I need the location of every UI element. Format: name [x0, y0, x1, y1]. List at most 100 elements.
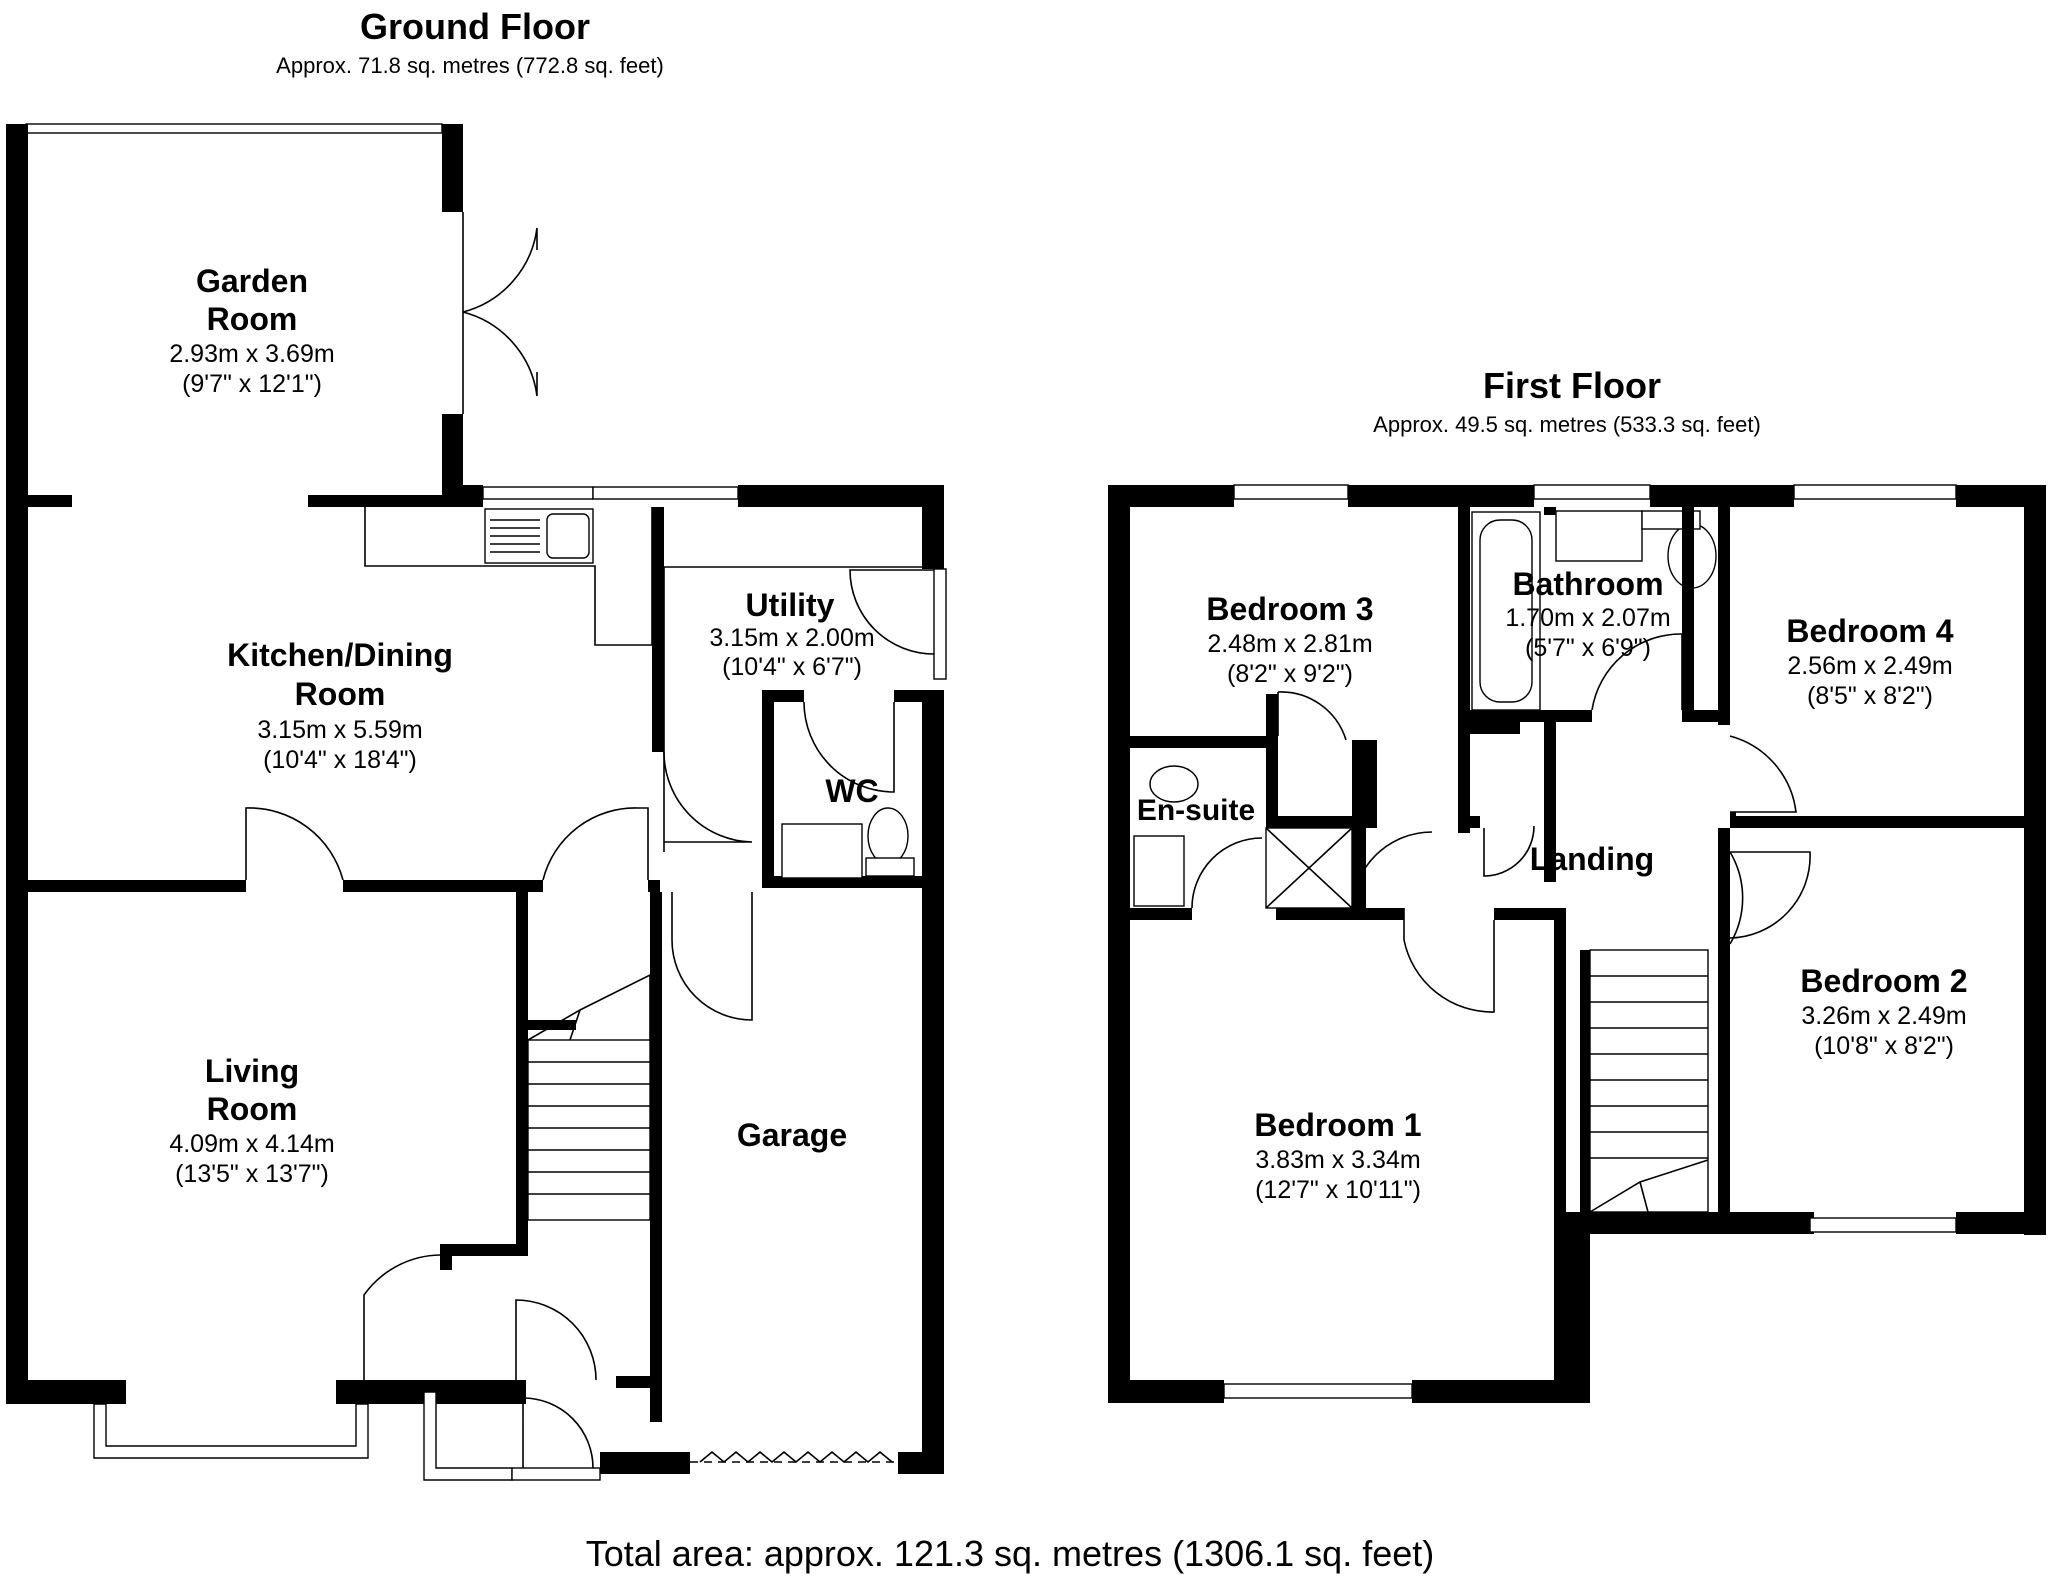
bed2-left-wall-lower — [1718, 944, 1730, 1234]
kitchen-living-wall-left — [28, 880, 246, 892]
garden-kitchen-stub-left — [28, 495, 72, 507]
utility-door-frame — [933, 568, 947, 680]
stair-bottom-wall — [1590, 1212, 1808, 1234]
cupboard-door — [1483, 825, 1535, 877]
garage-door-folds — [699, 1450, 893, 1464]
hall-garage-wall — [650, 892, 662, 1422]
bathroom-window — [1533, 484, 1651, 500]
room-name: WC — [825, 773, 878, 809]
room-name: Living — [205, 1053, 299, 1089]
utility-outline — [663, 566, 934, 852]
garden-room-window — [25, 123, 443, 134]
room-name: Bathroom — [1512, 566, 1663, 602]
room-dimensions-imperial: (5'7" x 6'9") — [1525, 634, 1651, 662]
bedroom3-window — [1233, 484, 1349, 500]
room-name: Bedroom 3 — [1206, 591, 1373, 627]
room-dimensions-metric: 3.26m x 2.49m — [1801, 1002, 1966, 1030]
first-staircase — [1580, 949, 1709, 1213]
ensuite-landing-door — [1351, 831, 1433, 913]
bed3-ensuite-wall — [1130, 736, 1266, 748]
garden-right-wall-lower — [442, 414, 463, 502]
ensuite-right-wall — [1266, 736, 1278, 828]
first-floor: First Floor Approx. 49.5 sq. metres (533… — [1108, 365, 2046, 1403]
living-hall-wall — [516, 892, 528, 1244]
bedroom1-door — [1403, 908, 1495, 1013]
living-bottom-wall-left — [28, 1380, 126, 1404]
wc-door — [803, 701, 895, 793]
ensuite-bottom-wall-right — [1276, 908, 1404, 920]
first-floor-title: First Floor — [1483, 365, 1661, 406]
wc-bottom-wall — [762, 876, 922, 888]
porch-inner-door — [515, 1299, 597, 1381]
living-bay-window — [93, 1403, 369, 1459]
first-floor-area: Approx. 49.5 sq. metres (533.3 sq. feet) — [1373, 412, 1761, 437]
room-wc: WC — [825, 773, 878, 809]
bed3-door-post — [1266, 694, 1278, 736]
kitchen-to-utility-door — [663, 751, 753, 843]
living-room-door — [245, 807, 344, 881]
garden-french-doors — [462, 212, 538, 414]
bath-bed4-wall — [1682, 507, 1694, 722]
wc-cistern-icon — [865, 857, 915, 877]
shower-right-wall — [1352, 816, 1366, 920]
bathroom-door — [1591, 633, 1683, 711]
bed1-right-wall — [1554, 908, 1566, 1212]
room-name: Bedroom 4 — [1786, 613, 1953, 649]
bed2-left-wall-upper — [1718, 828, 1730, 944]
first-bottom-wall-1 — [1108, 1380, 1224, 1403]
room-name: Bedroom 2 — [1800, 963, 1967, 999]
ensuite-bottom-wall-left — [1130, 908, 1192, 920]
room-dimensions-metric: 1.70m x 2.07m — [1505, 604, 1670, 632]
room-dimensions-metric: 2.56m x 2.49m — [1787, 652, 1952, 680]
room-bathroom: Bathroom 1.70m x 2.07m (5'7" x 6'9") — [1505, 566, 1670, 662]
bedroom1-right-wall-lower — [1554, 1212, 1590, 1403]
room-garden-room: Garden Room 2.93m x 3.69m (9'7" x 12'1") — [169, 263, 334, 398]
room-dimensions-imperial: (13'5" x 13'7") — [175, 1160, 329, 1188]
garden-right-wall-upper — [442, 124, 463, 212]
room-name: Room — [207, 1091, 298, 1127]
room-dimensions-imperial: (10'4" x 18'4") — [263, 746, 417, 774]
bed1-landing-wall — [1494, 908, 1554, 920]
room-dimensions-metric: 3.83m x 3.34m — [1255, 1146, 1420, 1174]
front-door-frame — [511, 1467, 601, 1481]
wc-top-wall-left — [762, 690, 804, 702]
landing-cupboard-top — [1458, 722, 1520, 734]
bedroom4-door — [1729, 735, 1797, 813]
shower-tray-cross — [1265, 827, 1353, 909]
first-top-wall-4 — [1956, 485, 2046, 507]
bedroom2-window — [1809, 1217, 1957, 1233]
bed3-door-jamb — [1352, 740, 1377, 828]
room-dimensions-imperial: (10'4" x 6'7") — [722, 653, 862, 681]
ensuite-basin-icon — [1133, 835, 1185, 907]
garage-right-wall — [922, 690, 944, 1474]
room-bedroom3: Bedroom 3 2.48m x 2.81m (8'2" x 9'2") — [1206, 591, 1373, 688]
kitchen-hall-post — [648, 880, 660, 892]
room-name: Garden — [196, 263, 308, 299]
bedroom1-window — [1223, 1383, 1413, 1399]
room-name: Bedroom 1 — [1254, 1107, 1421, 1143]
kitchen-sink-icon — [546, 513, 590, 559]
bathroom-basin-icon — [1555, 510, 1643, 562]
kitchen-hall-door — [542, 807, 649, 881]
room-name: Landing — [1530, 841, 1654, 877]
room-dimensions-imperial: (10'8" x 8'2") — [1814, 1032, 1954, 1060]
room-dimensions-metric: 3.15m x 5.59m — [257, 716, 422, 744]
room-landing: Landing — [1530, 841, 1654, 877]
room-kitchen-dining: Kitchen/Dining Room 3.15m x 5.59m (10'4"… — [227, 637, 453, 774]
front-door — [522, 1397, 594, 1469]
room-dimensions-imperial: (8'5" x 8'2") — [1807, 682, 1933, 710]
room-dimensions-imperial: (12'7" x 10'11") — [1255, 1176, 1421, 1204]
bedroom3-door — [1277, 691, 1347, 741]
garden-kitchen-stub-right — [308, 495, 463, 507]
total-area: Total area: approx. 121.3 sq. metres (13… — [586, 1533, 1434, 1574]
bedroom4-window — [1793, 484, 1957, 500]
utility-right-wall-upper — [922, 485, 944, 569]
ensuite-door — [1191, 837, 1263, 909]
ground-left-wall — [6, 124, 28, 1404]
wc-toilet-icon — [867, 807, 909, 865]
room-name: Kitchen/Dining — [227, 637, 453, 673]
utility-top-wall — [738, 485, 944, 507]
room-utility: Utility 3.15m x 2.00m (10'4" x 6'7") — [709, 587, 874, 681]
room-bedroom2: Bedroom 2 3.26m x 2.49m (10'8" x 8'2") — [1800, 963, 1967, 1060]
